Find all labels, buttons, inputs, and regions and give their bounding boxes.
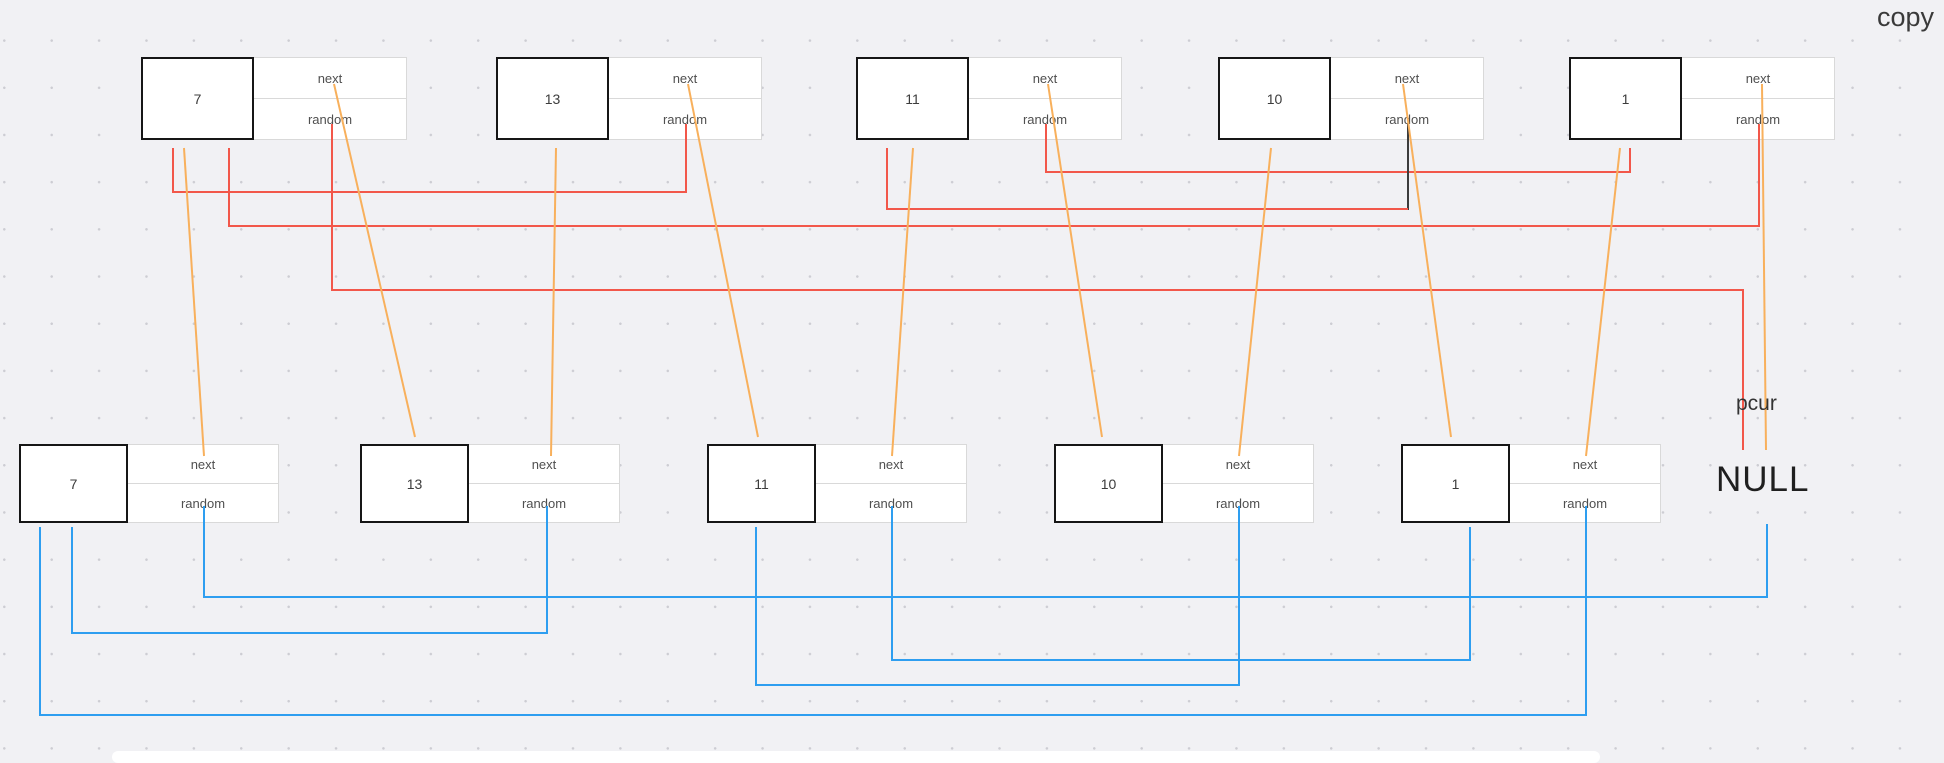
arrow-copynext-1-to-1[interactable]	[1585, 147, 1621, 457]
arrow-copyrandom-13-to-7[interactable]	[71, 506, 548, 634]
random-label: random	[868, 495, 914, 511]
next-pointer-cell[interactable]: next	[1682, 58, 1834, 98]
next-pointer-cell[interactable]: next	[1163, 445, 1313, 483]
random-label: random	[307, 111, 353, 127]
random-label: random	[521, 495, 567, 511]
random-pointer-cell[interactable]: random	[969, 98, 1121, 139]
node-value: 13	[406, 475, 423, 492]
node-pointer-cells: next random	[1510, 444, 1661, 523]
next-label: next	[878, 456, 904, 472]
arrow-random-10-to-11[interactable]	[886, 148, 1408, 210]
arrow-copynext-13-to-13[interactable]	[550, 147, 557, 457]
random-pointer-cell[interactable]: random	[1510, 483, 1660, 522]
horizontal-scrollbar[interactable]	[112, 751, 1600, 763]
next-label: next	[317, 70, 343, 86]
node-pointer-cells: next random	[1331, 57, 1484, 140]
node-original-7[interactable]: 7 next random	[141, 57, 407, 140]
node-value: 11	[905, 90, 920, 107]
next-label: next	[531, 456, 557, 472]
node-value: 7	[193, 90, 202, 107]
node-pointer-cells: next random	[969, 57, 1122, 140]
next-pointer-cell[interactable]: next	[469, 445, 619, 483]
node-value-box[interactable]: 7	[141, 57, 254, 140]
next-label: next	[190, 456, 216, 472]
node-value-box[interactable]: 11	[707, 444, 816, 523]
arrow-copyrandom-10-to-11[interactable]	[755, 506, 1240, 686]
node-value-box[interactable]: 13	[360, 444, 469, 523]
arrow-copynext-10-to-10[interactable]	[1238, 147, 1272, 457]
node-value-box[interactable]: 1	[1569, 57, 1682, 140]
random-pointer-cell[interactable]: random	[1331, 98, 1483, 139]
arrow-copynext-7-to-7[interactable]	[183, 147, 205, 457]
next-pointer-cell[interactable]: next	[1510, 445, 1660, 483]
next-pointer-cell[interactable]: next	[816, 445, 966, 483]
random-pointer-cell[interactable]: random	[128, 483, 278, 522]
next-pointer-cell[interactable]: next	[609, 58, 761, 98]
next-pointer-cell[interactable]: next	[969, 58, 1121, 98]
arrow-copyrandom-1-to-7[interactable]	[39, 506, 1587, 716]
node-pointer-cells: next random	[1682, 57, 1835, 140]
random-label: random	[1735, 111, 1781, 127]
node-value: 10	[1100, 475, 1117, 492]
random-label: random	[1022, 111, 1068, 127]
node-pointer-cells: next random	[609, 57, 762, 140]
random-label: random	[1384, 111, 1430, 127]
next-pointer-cell[interactable]: next	[1331, 58, 1483, 98]
pcur-pointer-label[interactable]: pcur	[1736, 392, 1777, 415]
next-pointer-cell[interactable]: next	[254, 58, 406, 98]
node-pointer-cells: next random	[128, 444, 279, 523]
node-pointer-cells: next random	[254, 57, 407, 140]
next-pointer-cell[interactable]: next	[128, 445, 278, 483]
random-label: random	[1215, 495, 1261, 511]
random-pointer-cell[interactable]: random	[1682, 98, 1834, 139]
node-value-box[interactable]: 10	[1218, 57, 1331, 140]
node-value: 7	[69, 475, 78, 492]
node-original-11[interactable]: 11 next random	[856, 57, 1122, 140]
node-original-1[interactable]: 1 next random	[1569, 57, 1835, 140]
null-label[interactable]: NULL	[1716, 460, 1810, 499]
node-copy-7[interactable]: 7 next random	[19, 444, 279, 523]
node-pointer-cells: next random	[469, 444, 620, 523]
node-pointer-cells: next random	[1163, 444, 1314, 523]
random-pointer-cell[interactable]: random	[816, 483, 966, 522]
node-value-box[interactable]: 11	[856, 57, 969, 140]
node-value: 10	[1266, 90, 1283, 107]
arrow-copynext-11-to-11[interactable]	[891, 147, 914, 457]
copy-title-label[interactable]: copy	[1877, 2, 1935, 32]
node-value-box[interactable]: 1	[1401, 444, 1510, 523]
node-original-13[interactable]: 13 next random	[496, 57, 762, 140]
random-label: random	[1562, 495, 1608, 511]
node-value-box[interactable]: 7	[19, 444, 128, 523]
node-value: 1	[1621, 90, 1630, 107]
node-value-box[interactable]: 10	[1054, 444, 1163, 523]
next-label: next	[672, 70, 698, 86]
node-value: 1	[1451, 475, 1460, 492]
next-label: next	[1572, 456, 1598, 472]
node-original-10[interactable]: 10 next random	[1218, 57, 1484, 140]
random-pointer-cell[interactable]: random	[1163, 483, 1313, 522]
node-copy-10[interactable]: 10 next random	[1054, 444, 1314, 523]
next-label: next	[1394, 70, 1420, 86]
arrow-copyrandom-11-to-1[interactable]	[891, 506, 1471, 661]
node-copy-13[interactable]: 13 next random	[360, 444, 620, 523]
random-label: random	[180, 495, 226, 511]
node-pointer-cells: next random	[816, 444, 967, 523]
random-pointer-cell[interactable]: random	[469, 483, 619, 522]
node-value: 11	[754, 475, 769, 492]
node-copy-11[interactable]: 11 next random	[707, 444, 967, 523]
next-label: next	[1225, 456, 1251, 472]
next-label: next	[1745, 70, 1771, 86]
arrow-random-7-to-null-pcur[interactable]	[331, 124, 1744, 450]
node-value: 13	[544, 90, 561, 107]
node-copy-1[interactable]: 1 next random	[1401, 444, 1661, 523]
random-pointer-cell[interactable]: random	[609, 98, 761, 139]
next-label: next	[1032, 70, 1058, 86]
random-pointer-cell[interactable]: random	[254, 98, 406, 139]
random-label: random	[662, 111, 708, 127]
node-value-box[interactable]: 13	[496, 57, 609, 140]
